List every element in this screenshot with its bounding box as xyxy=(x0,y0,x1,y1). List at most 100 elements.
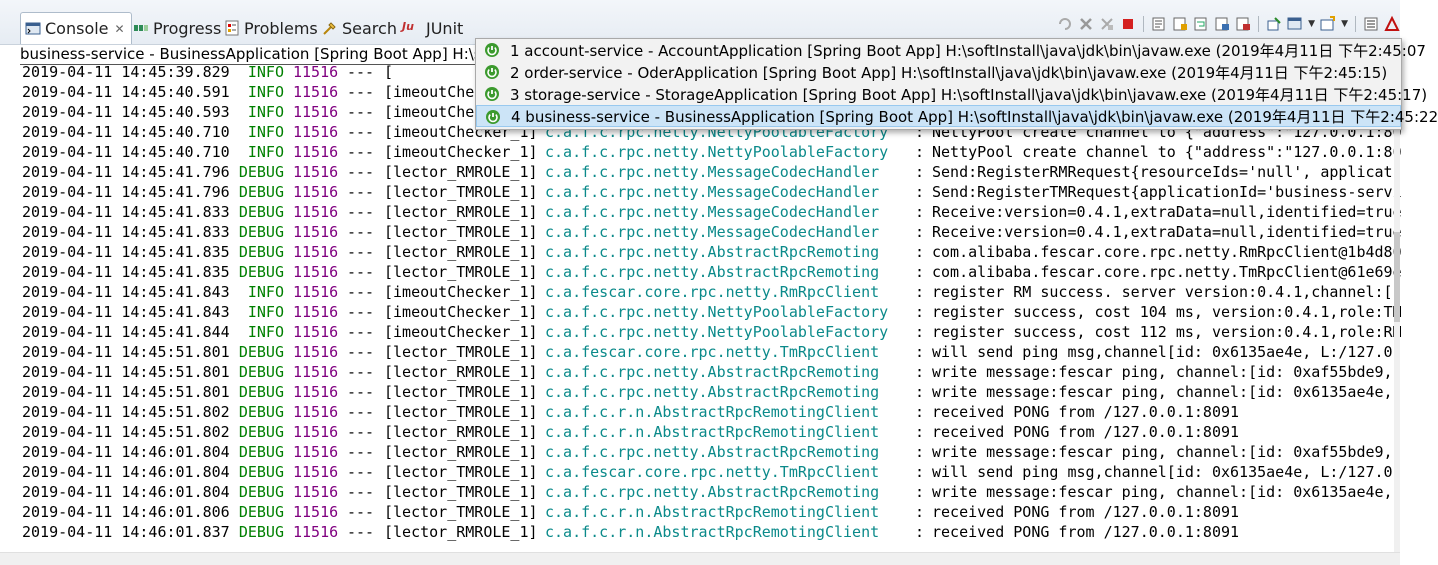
log-separator: --- xyxy=(347,343,375,361)
remove-launch-icon[interactable] xyxy=(1057,16,1073,32)
log-date: 2019-04-11 14:46:01.804 xyxy=(22,443,230,461)
chevron-down-icon[interactable]: ▼ xyxy=(1308,19,1316,29)
alibaba-logo-icon[interactable] xyxy=(1384,15,1400,32)
log-thread: [imeoutChec xyxy=(384,103,484,121)
close-icon[interactable]: ✕ xyxy=(114,21,125,36)
spring-boot-launch-icon xyxy=(486,110,500,124)
log-level: DEBUG xyxy=(238,403,284,421)
log-message: will send ping msg,channel[id: 0x6135ae4… xyxy=(932,463,1393,481)
log-logger: c.a.f.c.rpc.netty.NettyPoolableFactory xyxy=(545,303,889,321)
log-separator: --- xyxy=(347,403,375,421)
clear-console-icon[interactable] xyxy=(1151,16,1167,32)
tab-problems[interactable]: Problems xyxy=(224,13,318,43)
log-separator: --- xyxy=(347,183,375,201)
scrollbar-thumb[interactable] xyxy=(1394,232,1400,322)
open-console-icon[interactable] xyxy=(1320,16,1336,32)
tab-junit[interactable]: Ju JUnit xyxy=(402,13,463,43)
log-pid: 11516 xyxy=(293,303,339,321)
display-selected-console-icon[interactable] xyxy=(1287,16,1303,32)
log-level: DEBUG xyxy=(238,463,284,481)
log-colon: : xyxy=(915,203,925,221)
log-separator: --- xyxy=(347,223,375,241)
console-menu-item[interactable]: 4 business-service - BusinessApplication… xyxy=(476,105,1438,127)
word-wrap-icon[interactable] xyxy=(1193,16,1209,32)
remove-all-icon[interactable] xyxy=(1078,16,1094,32)
horizontal-scrollbar[interactable] xyxy=(0,552,1400,565)
log-message: NettyPool create channel to {"address":"… xyxy=(932,143,1402,161)
log-date: 2019-04-11 14:45:41.843 xyxy=(22,283,230,301)
pin-console-icon[interactable] xyxy=(1266,16,1282,32)
tab-search[interactable]: Search xyxy=(322,13,397,43)
log-date: 2019-04-11 14:45:40.710 xyxy=(22,123,230,141)
log-level: DEBUG xyxy=(238,383,284,401)
view-menu-icon[interactable] xyxy=(1363,16,1379,32)
log-separator: --- xyxy=(347,443,375,461)
console-menu-item[interactable]: 2 order-service - OderApplication [Sprin… xyxy=(476,61,1401,83)
log-pid: 11516 xyxy=(293,383,339,401)
tab-progress[interactable]: Progress xyxy=(133,13,221,43)
log-level: INFO xyxy=(247,143,284,161)
log-colon: : xyxy=(915,523,925,541)
log-thread: [lector_TMROLE_1] xyxy=(384,503,538,521)
scroll-lock-icon[interactable] xyxy=(1172,16,1188,32)
progress-icon xyxy=(134,25,148,31)
log-thread: [lector_TMROLE_1] xyxy=(384,383,538,401)
log-date: 2019-04-11 14:45:41.833 xyxy=(22,223,230,241)
console-menu-item[interactable]: 3 storage-service - StorageApplication [… xyxy=(476,83,1427,105)
tab-label: Progress xyxy=(153,18,222,38)
toolbar-separator xyxy=(1355,16,1356,32)
log-separator: --- xyxy=(347,323,375,341)
log-colon: : xyxy=(915,303,925,321)
log-message: will send ping msg,channel[id: 0x6135ae4… xyxy=(932,343,1393,361)
log-separator: --- xyxy=(347,123,375,141)
log-message: com.alibaba.fescar.core.rpc.netty.RmRpcC… xyxy=(932,243,1402,261)
console-menu-item[interactable]: 1 account-service - AccountApplication [… xyxy=(476,39,1426,61)
vertical-scrollbar[interactable] xyxy=(1394,62,1400,552)
log-colon: : xyxy=(915,243,925,261)
log-message: write message:fescar ping, channel:[id: … xyxy=(932,363,1393,381)
log-message: register success, cost 104 ms, version:0… xyxy=(932,303,1402,321)
log-pid: 11516 xyxy=(293,103,339,121)
log-colon: : xyxy=(915,123,925,141)
log-message: received PONG from /127.0.0.1:8091 xyxy=(932,423,1240,441)
log-level: INFO xyxy=(247,103,284,121)
log-pid: 11516 xyxy=(293,443,339,461)
show-on-output-icon[interactable] xyxy=(1214,16,1230,32)
log-level: INFO xyxy=(247,323,284,341)
log-logger: c.a.f.c.rpc.netty.MessageCodecHandler xyxy=(545,203,880,221)
log-pid: 11516 xyxy=(293,83,339,101)
log-level: DEBUG xyxy=(238,223,284,241)
log-separator: --- xyxy=(347,143,375,161)
log-level: INFO xyxy=(247,303,284,321)
log-level: DEBUG xyxy=(238,483,284,501)
log-pid: 11516 xyxy=(293,183,339,201)
log-pid: 11516 xyxy=(293,63,339,81)
log-pid: 11516 xyxy=(293,223,339,241)
log-level: INFO xyxy=(247,283,284,301)
remove-all-terminated-icon[interactable] xyxy=(1099,16,1115,32)
chevron-down-icon[interactable]: ▼ xyxy=(1341,19,1348,29)
show-on-error-icon[interactable] xyxy=(1235,16,1251,32)
terminate-icon[interactable] xyxy=(1120,16,1136,32)
tab-label: JUnit xyxy=(426,18,464,38)
log-date: 2019-04-11 14:45:51.801 xyxy=(22,363,230,381)
log-colon: : xyxy=(915,343,925,361)
log-thread: [lector_RMROLE_1] xyxy=(384,423,538,441)
tab-console[interactable]: Console ✕ xyxy=(20,12,132,44)
log-date: 2019-04-11 14:45:41.835 xyxy=(22,243,230,261)
log-date: 2019-04-11 14:45:41.796 xyxy=(22,163,230,181)
log-separator: --- xyxy=(347,463,375,481)
console-launch-label: business-service - BusinessApplication [… xyxy=(20,45,497,65)
log-pid: 11516 xyxy=(293,203,339,221)
log-colon: : xyxy=(915,463,925,481)
log-thread: [lector_RMROLE_1] xyxy=(384,523,538,541)
log-thread: [lector_RMROLE_1] xyxy=(384,363,538,381)
